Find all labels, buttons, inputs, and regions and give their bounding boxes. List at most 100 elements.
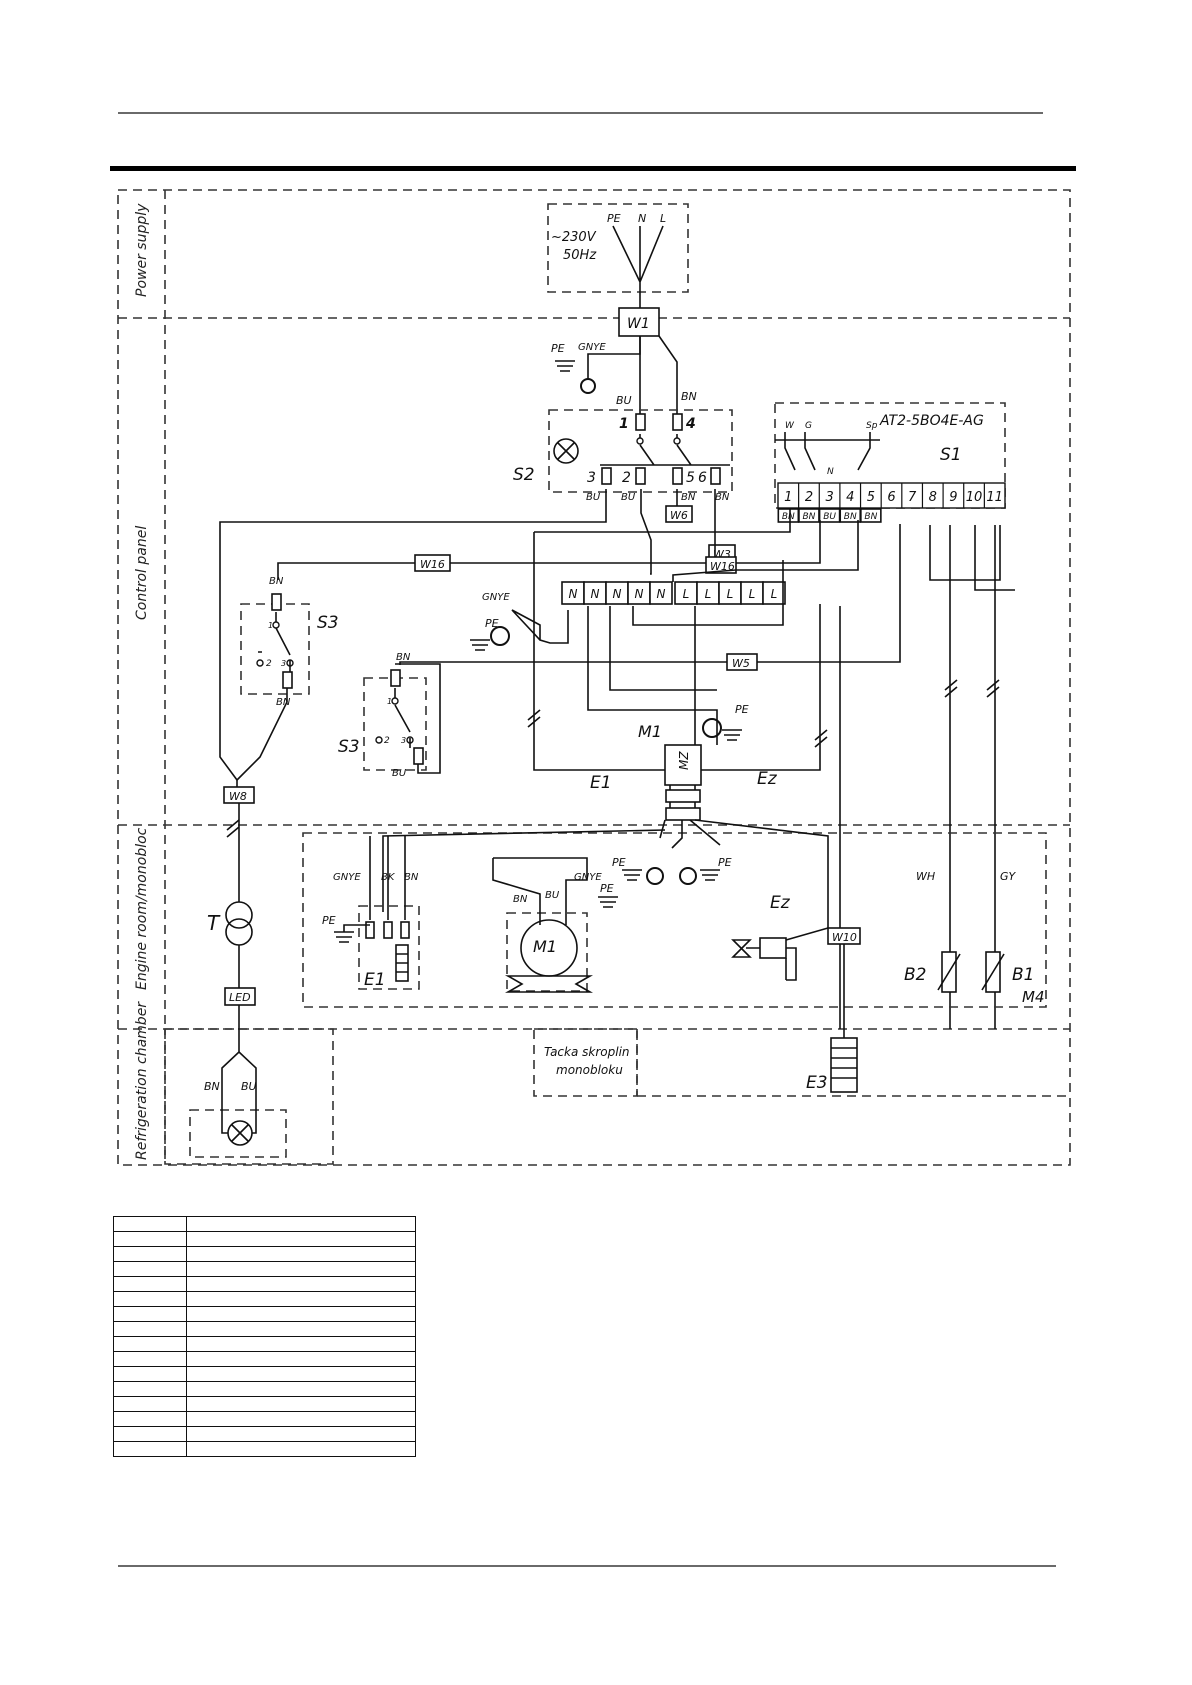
chamber-box [164,1028,334,1165]
led-driver [224,987,256,1006]
engine-room-box [302,832,1047,1008]
s3u-dot [256,659,264,667]
sensor-m4-label: M4 [1022,988,1045,1006]
strip-label-n: N [657,587,666,601]
wire-led [221,1005,257,1108]
earth-gnye-label: GNYE [578,342,606,353]
transformer-label: T [207,911,221,935]
legend-cell [113,1306,187,1322]
legend-row [113,1381,416,1397]
heater-e3-label: E3 [806,1073,828,1093]
legend-cell [186,1351,416,1367]
motor-connector-mz [664,744,702,786]
legend-cell [113,1381,187,1397]
wire-s2-3-to-w8 [219,489,607,781]
controller-terminal-6: 6 [887,490,895,505]
controller-wire-color: BU [823,512,836,522]
s3u-c2: 2 [266,659,272,669]
s2-bn-top: BN [681,390,697,403]
s3u-output [236,688,288,781]
earth-ring-icon [580,378,596,394]
legend-row [113,1261,416,1277]
legend-cell [113,1291,187,1307]
engine-pe-right: PE [718,856,732,869]
s3l-c1: 1 [387,697,392,706]
feed-wires [639,335,678,414]
legend-cell [186,1336,416,1352]
heater-plug [400,921,410,939]
earth-ring-icon [490,626,510,646]
s2-t3: 3 [587,470,596,486]
solenoid-wires [746,927,829,981]
s3u-plug-top [271,593,282,611]
s2-plug-2 [635,467,646,485]
motor-fanout [659,819,829,928]
controller-terminal-9: 9 [949,490,957,505]
heater-gnye: GNYE [333,872,361,883]
legend-cell [186,1411,416,1427]
legend-cell [113,1336,187,1352]
solenoid-coil-icon [759,937,787,959]
valve-icon [731,939,752,958]
legend-cell [186,1276,416,1292]
legend-cell [186,1321,416,1337]
controller-n: N [827,467,834,477]
s2-plug-5 [672,467,683,485]
legend-cell [113,1321,187,1337]
sensor-b2-label: B2 [904,965,926,985]
legend-cell [186,1396,416,1412]
motor-pe: PE [600,882,614,895]
s3l-bu-bottom: BU [392,768,407,779]
s3l-c2: 2 [384,736,390,746]
s3l-dot [391,697,399,705]
strip-label-l: L [727,587,734,601]
controller-sp: Sp [866,421,878,431]
voltage-label: ~230V [551,230,597,245]
s3u-c1: 1 [268,621,273,630]
controller-terminal-8: 8 [929,490,937,505]
controller-terminal-3: 3 [825,490,833,505]
tray-label-2: monobloku [556,1063,623,1077]
supply-cable [612,225,664,308]
s2-contact-dot [636,437,644,445]
legend-cell [186,1291,416,1307]
strip-terminal-l [762,581,786,605]
ground-icon [622,869,720,881]
connector-w8-label: W8 [229,790,247,803]
motor-plug-wires [669,785,696,808]
wire-bundle [587,560,841,1029]
legend-cell [113,1276,187,1292]
legend-cell [113,1441,187,1457]
heater-ez-box-label: Ez [770,893,791,913]
fan-icon [504,975,594,993]
legend-row [113,1336,416,1352]
s3u-bn-top: BN [269,576,284,587]
strip-label-l: L [749,587,756,601]
legend-cell [113,1246,187,1262]
earth-ring-icon [702,718,722,738]
heater-e1-wires [369,836,406,920]
legend-cell [186,1426,416,1442]
heater-bk: BK [381,872,396,883]
legend-cell [186,1216,416,1232]
controller-terminal-1: 1 [784,490,792,505]
s2-t6: 6 [698,470,707,486]
zone-label-engine: Engine room/monobloc [134,827,150,990]
legend-row [113,1351,416,1367]
fan-motor-wires [492,857,588,925]
legend-row [113,1231,416,1247]
fan-motor-box [506,912,588,992]
tray-label-1: Tacka skroplin [544,1045,630,1059]
sensor-wires [929,525,1015,1029]
connector-w16-top-label: W16 [420,558,445,571]
wire-to-e1 [382,829,666,912]
wire-w3 [672,520,859,582]
strip-label-n: N [635,587,644,601]
controller-wire-color: BN [864,512,877,522]
controller-g: G [805,421,812,431]
ground-icon [722,729,742,741]
s2-contacts [600,434,730,466]
switch-s2-box [548,409,733,493]
